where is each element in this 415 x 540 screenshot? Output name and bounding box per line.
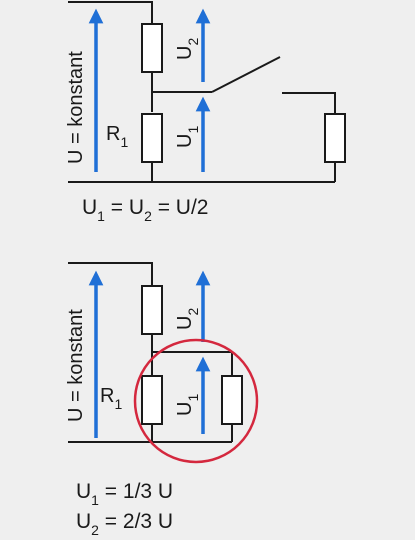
bottom-parallel-top-wire (152, 351, 233, 376)
top-u2-label: U2 (174, 38, 201, 60)
top-u1-label: U1 (174, 126, 201, 148)
bottom-u2-label: U2 (174, 308, 201, 330)
top-resistor-r2 (141, 23, 163, 73)
top-resistor-r1 (141, 113, 163, 163)
bottom-circuit: U = konstant R1 U2 U1 U1 = 1/3 U U2 = 2/… (65, 262, 259, 538)
bottom-resistor-load (221, 375, 243, 425)
bottom-source-label: U = konstant (65, 309, 87, 422)
parallel-highlight-circle (133, 338, 259, 464)
bottom-upper-wire (68, 262, 153, 286)
bottom-u1-label: U1 (174, 394, 201, 416)
bottom-formula-u2: U2 = 2/3 U (76, 510, 173, 538)
top-upper-wire (68, 1, 153, 24)
top-switch-contact-wire (282, 92, 336, 114)
top-r1-label: R1 (106, 123, 128, 150)
bottom-r1-label: R1 (100, 385, 122, 412)
top-circuit: U = konstant R1 U2 U1 U1 = U2 = U/2 (65, 1, 346, 224)
top-formula: U1 = U2 = U/2 (82, 196, 209, 224)
bottom-resistor-r1 (141, 375, 163, 425)
bottom-resistor-r2 (141, 285, 163, 335)
top-resistor-load (324, 113, 346, 163)
top-source-label: U = konstant (65, 51, 87, 164)
top-switch-blade (211, 56, 281, 93)
bottom-formula-u1: U1 = 1/3 U (76, 480, 173, 508)
